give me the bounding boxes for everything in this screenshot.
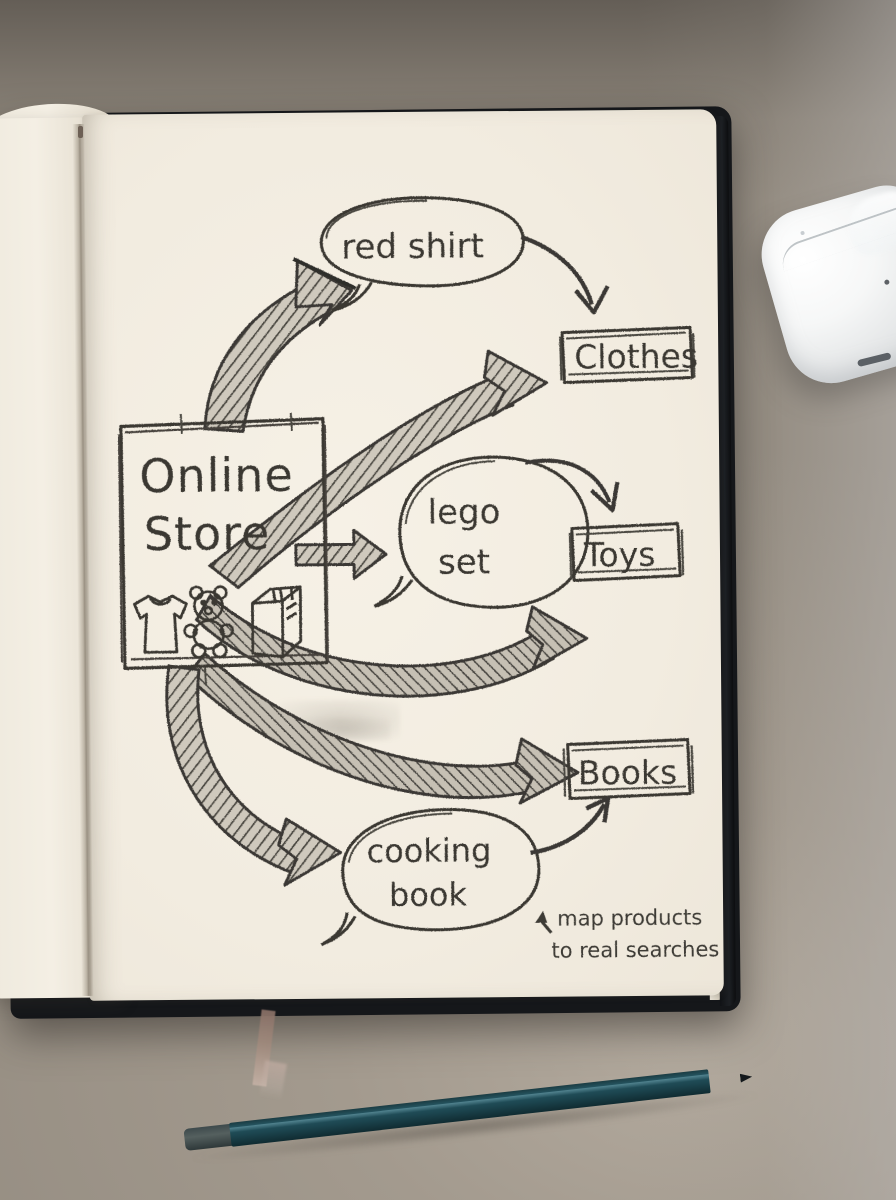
annotation-line1: map products [557,905,702,930]
bubble-lego-set: lego set [373,455,590,609]
teddy-bear-icon [183,585,234,659]
node-online-store-line1: Online [139,448,294,503]
node-books-label: Books [578,753,678,793]
airpods-speck [800,230,806,236]
arrow-store-to-books [185,651,580,805]
tshirt-icon [133,594,188,654]
arrow-store-to-cooking-book [165,664,343,887]
arrow-red-shirt-to-clothes [520,234,610,315]
node-clothes-label: Clothes [574,336,698,376]
annotation: map products to real searches [535,905,719,963]
annotation-line2: to real searches [551,937,719,962]
node-toys: Toys [568,522,685,583]
bubble-lego-set-line1: lego [427,492,500,533]
arrow-lego-set-to-toys [524,458,620,513]
airpods-status-led [883,279,890,286]
bubble-red-shirt: red shirt [319,196,525,313]
pencil-end-cap [183,1123,236,1151]
bubble-cooking-book: cooking book [320,808,541,947]
arrow-cooking-book-to-books [530,796,611,856]
notebook-spine-stitch [78,126,83,138]
airpods-charging-port [856,352,892,368]
arrow-store-to-lego-set [294,528,388,580]
pencil-sharpened-wood [704,1066,746,1092]
arrow-glyph [535,910,553,934]
arrow-store-to-toys [194,593,589,698]
diagram-sketch: Online Store [82,109,724,1000]
book-icon [251,585,303,659]
node-clothes: Clothes [559,325,698,385]
pencil-graphite-tip [740,1072,753,1082]
bubble-lego-set-line2: set [438,542,490,582]
arrow-store-to-red-shirt [203,257,357,433]
node-online-store: Online Store [117,412,329,686]
bubble-cooking-book-line2: book [389,875,468,914]
bubble-cooking-book-line1: cooking [366,831,491,870]
node-online-store-line2: Store [144,506,271,561]
arrow-store-to-clothes [207,349,549,590]
bubble-red-shirt-label: red shirt [341,226,484,267]
node-toys-label: Toys [583,535,656,575]
node-books: Books [562,738,695,801]
